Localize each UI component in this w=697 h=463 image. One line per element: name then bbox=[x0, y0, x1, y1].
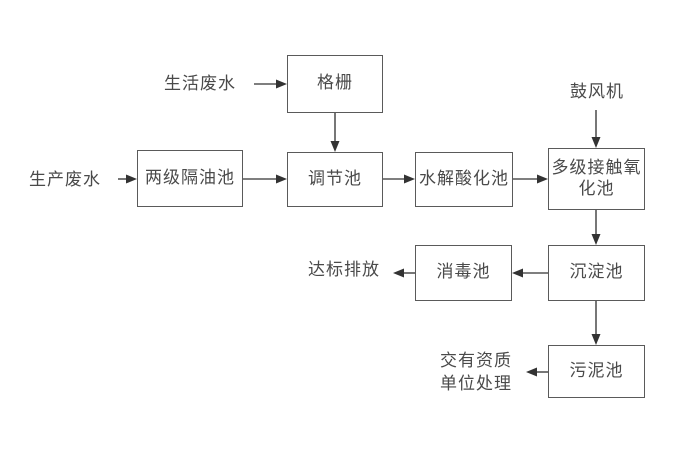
edge-regulate-to-hydrolysis bbox=[383, 174, 415, 184]
edge-blower-to-oxidation bbox=[591, 110, 601, 148]
label-domestic-wastewater: 生活废水 bbox=[164, 73, 236, 94]
node-two-stage-oil-separation-tank[interactable]: 两级隔油池 bbox=[137, 150, 243, 207]
edge-production-to-oilsep bbox=[118, 174, 137, 184]
edge-grille-to-regulate bbox=[330, 113, 340, 152]
node-disinfection-tank[interactable]: 消毒池 bbox=[415, 245, 512, 301]
node-multistage-contact-oxidation-tank[interactable]: 多级接触氧 化池 bbox=[548, 148, 645, 210]
label-production-wastewater: 生产废水 bbox=[29, 169, 101, 190]
edge-oilsep-to-regulate bbox=[243, 174, 287, 184]
edge-hydrolysis-to-oxidation bbox=[513, 174, 548, 184]
node-grille[interactable]: 格栅 bbox=[287, 55, 383, 113]
edge-domestic-to-grille bbox=[254, 79, 287, 89]
edge-sludge-to-qualified-unit bbox=[526, 367, 548, 377]
node-hydrolysis-acidification-tank[interactable]: 水解酸化池 bbox=[415, 152, 513, 207]
label-qualified-unit-disposal: 交有资质 单位处理 bbox=[440, 351, 512, 394]
node-regulating-tank[interactable]: 调节池 bbox=[287, 152, 383, 207]
edge-sediment-to-disinfect bbox=[512, 268, 548, 278]
edge-oxidation-to-sediment bbox=[591, 210, 601, 245]
edge-disinfect-to-discharge bbox=[393, 268, 415, 278]
node-sedimentation-tank[interactable]: 沉淀池 bbox=[548, 245, 645, 301]
label-blower: 鼓风机 bbox=[570, 81, 624, 102]
node-sludge-tank[interactable]: 污泥池 bbox=[548, 345, 645, 398]
edge-sediment-to-sludge bbox=[591, 301, 601, 345]
label-standard-discharge: 达标排放 bbox=[308, 259, 380, 280]
